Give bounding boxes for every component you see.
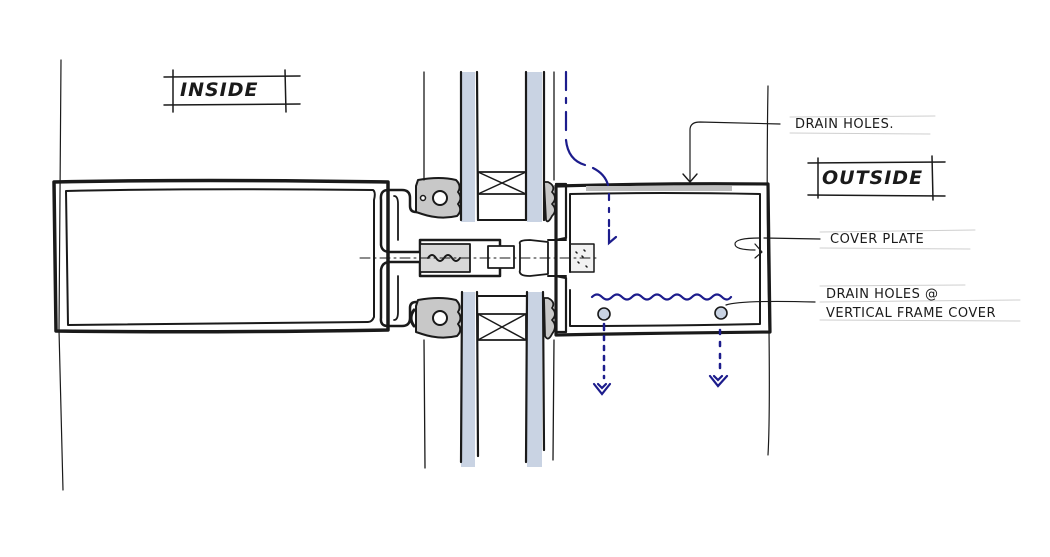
outside-label: OUTSIDE [822,167,924,189]
drain-hole-right [714,306,728,320]
mullion-tube [52,178,390,334]
drain-holes-vertical-label-line2: VERTICAL FRAME COVER [826,306,996,321]
frame-line-right [552,71,555,461]
water-path [564,70,733,396]
drain-holes-label: DRAIN HOLES. [795,117,894,132]
glass-pane-inner [459,70,480,467]
cover-plate-label: COVER PLATE [830,232,925,247]
exterior-gasket-bottom [543,297,556,340]
spacer-bottom [477,295,527,341]
leader-drain-holes-vertical [725,300,816,306]
drain-arrow-left [592,382,612,396]
leader-cover-plate [763,237,821,240]
inside-label: INSIDE [180,79,259,101]
drain-hole-left [597,307,611,321]
drain-slot-shading [586,186,732,191]
interior-gasket-top [415,177,462,219]
cover-plate-arrow [734,237,761,251]
frame-line-left [423,71,426,469]
inside-reference-line [58,59,64,491]
leader-drain-holes [689,121,781,182]
inside-label-frame [163,69,301,113]
spacer-top [477,171,527,221]
cover-plate [554,182,772,337]
drain-holes [597,306,728,321]
interior-gasket-bottom [409,297,462,339]
outside-label-frame [807,155,946,201]
drain-arrow-right [708,374,729,388]
outside-reference-line [766,85,770,456]
exterior-gasket-top [543,181,556,223]
water-level-wave [590,293,733,301]
glass-pane-outer [524,70,546,467]
drain-holes-vertical-label-line1: DRAIN HOLES @ [826,287,939,302]
